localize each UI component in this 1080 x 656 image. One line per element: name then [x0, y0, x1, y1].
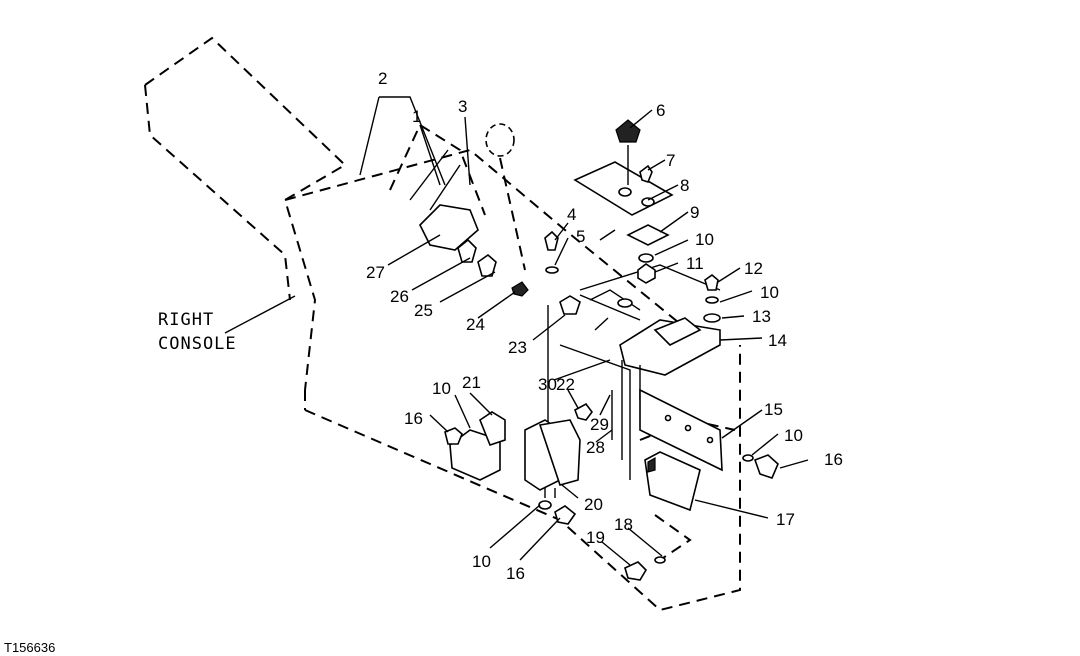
relay-21	[449, 411, 506, 481]
callout-10-c: 10	[784, 426, 803, 445]
callout-29: 29	[590, 415, 609, 434]
relay-17	[644, 451, 701, 512]
callout-13: 13	[752, 307, 771, 326]
bracket	[639, 388, 723, 472]
callout-18: 18	[614, 515, 633, 534]
small-hardware	[444, 230, 779, 581]
console-label-line1: RIGHT	[158, 310, 214, 330]
callout-3: 3	[458, 97, 467, 116]
console-outline	[144, 36, 741, 612]
callout-2: 2	[378, 69, 387, 88]
figure-id: T156636	[4, 640, 55, 655]
callout-16-a: 16	[824, 450, 843, 469]
leader-lines	[224, 96, 809, 566]
callout-19: 19	[586, 528, 605, 547]
callout-10-a: 10	[695, 230, 714, 249]
callout-23: 23	[508, 338, 527, 357]
switch-box	[619, 273, 721, 421]
callout-5: 5	[576, 227, 585, 246]
callout-4: 4	[567, 205, 576, 224]
callout-10-d: 10	[472, 552, 491, 571]
callout-10-e: 10	[432, 379, 451, 398]
callout-7: 7	[666, 151, 675, 170]
callout-9: 9	[690, 203, 699, 222]
callout-6: 6	[656, 101, 665, 120]
callout-11: 11	[686, 254, 704, 273]
relay-20	[524, 419, 581, 498]
callout-1: 1	[412, 107, 421, 126]
callout-30: 30	[538, 375, 557, 394]
callout-15: 15	[764, 400, 783, 419]
callout-16-c: 16	[404, 409, 423, 428]
callouts: 2 1 3 4 5 6 7 8 9 10 11 12 10 13 14 15 1…	[366, 69, 843, 583]
callout-10-b: 10	[760, 283, 779, 302]
callout-14: 14	[768, 331, 787, 350]
callout-25: 25	[414, 301, 433, 320]
top-plate-assembly	[573, 119, 674, 308]
callout-22: 22	[556, 375, 575, 394]
callout-24: 24	[466, 315, 485, 334]
callout-12: 12	[744, 259, 763, 278]
callout-28: 28	[586, 438, 605, 457]
callout-27: 27	[366, 263, 385, 282]
callout-20: 20	[584, 495, 603, 514]
callout-26: 26	[390, 287, 409, 306]
console-label-line2: CONSOLE	[158, 334, 237, 354]
callout-17: 17	[776, 510, 795, 529]
callout-21: 21	[462, 373, 481, 392]
callout-16-b: 16	[506, 564, 525, 583]
mounting-panel	[547, 229, 721, 480]
callout-8: 8	[680, 176, 689, 195]
